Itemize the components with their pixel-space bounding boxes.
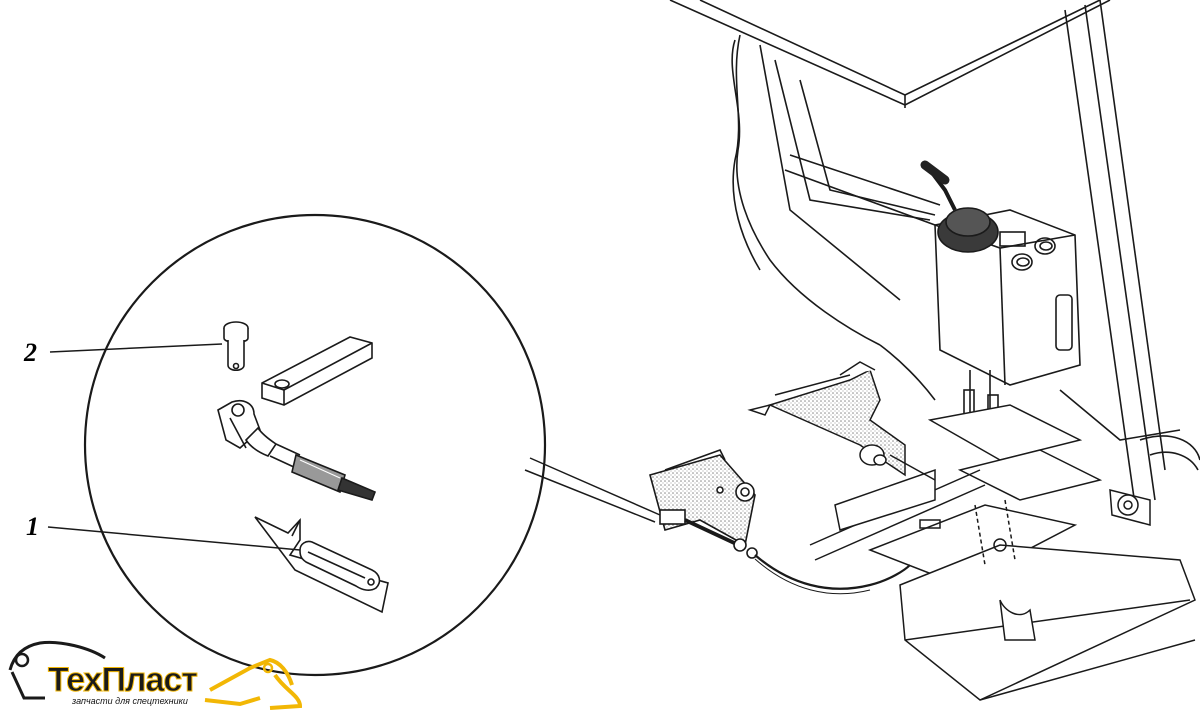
spacer-plate	[261, 336, 373, 406]
leader-2	[49, 343, 223, 353]
callout-label-2: 2	[24, 338, 37, 367]
detail-callout-circle	[83, 213, 661, 677]
lever-bracket	[649, 449, 911, 595]
leader-1	[47, 526, 301, 551]
logo-wordmark: ТехПласт	[47, 661, 199, 699]
logo-name-part1: Тех	[47, 661, 102, 699]
control-console	[920, 160, 1081, 424]
logo-tagline: запчасти для спецтехники	[72, 696, 188, 706]
logo-name-part2: Пласт	[101, 661, 199, 699]
clevis-pin	[223, 321, 249, 372]
clevis-rod-end	[217, 399, 377, 501]
callout-label-1: 1	[26, 512, 39, 541]
callout-leaders	[47, 343, 301, 551]
slot-plate	[254, 516, 389, 614]
linkage-rod	[747, 361, 936, 481]
logo-mark	[8, 640, 303, 710]
floor-assembly	[809, 404, 1196, 701]
cab-structure	[669, 0, 1200, 506]
